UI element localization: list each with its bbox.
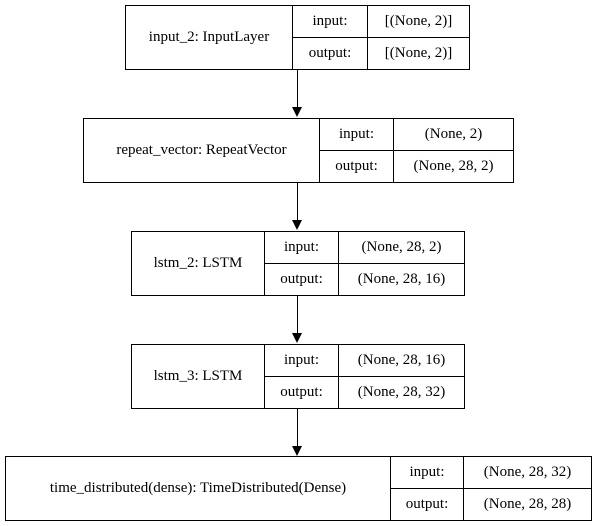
layer-node-time-distributed: time_distributed(dense): TimeDistributed… [5, 456, 592, 521]
layer-name: time_distributed(dense): TimeDistributed… [6, 457, 391, 520]
output-label: output: [335, 158, 378, 174]
arrowhead-3-4 [292, 446, 302, 456]
output-label: output: [280, 271, 323, 287]
output-shape: (None, 28, 32) [357, 384, 446, 400]
layer-node-repeat-vector: repeat_vector: RepeatVector input: outpu… [83, 118, 514, 183]
layer-name: input_2: InputLayer [126, 6, 293, 69]
layer-name: repeat_vector: RepeatVector [84, 119, 320, 182]
layer-node-input-2: input_2: InputLayer input: output: [(Non… [125, 5, 470, 70]
layer-node-lstm-2: lstm_2: LSTM input: output: (None, 28, 2… [131, 231, 465, 296]
edge-1-2 [297, 183, 298, 221]
input-label: input: [293, 6, 367, 38]
layer-node-lstm-3: lstm_3: LSTM input: output: (None, 28, 1… [131, 344, 465, 409]
input-label: input: [265, 232, 338, 264]
input-shape: (None, 28, 16) [339, 345, 464, 377]
input-shape: (None, 2) [394, 119, 513, 151]
edge-3-4 [297, 409, 298, 447]
output-label: output: [308, 45, 352, 61]
arrowhead-1-2 [292, 220, 302, 230]
output-label: output: [280, 384, 323, 400]
arrowhead-2-3 [292, 333, 302, 343]
input-shape: [(None, 2)] [368, 6, 469, 38]
layer-name: lstm_2: LSTM [132, 232, 265, 295]
arrowhead-0-1 [292, 107, 302, 117]
edge-2-3 [297, 296, 298, 334]
output-shape: (None, 28, 16) [357, 271, 446, 287]
output-shape: [(None, 2)] [384, 45, 453, 61]
input-label: input: [320, 119, 393, 151]
input-label: input: [391, 457, 463, 489]
edge-0-1 [297, 70, 298, 108]
output-shape: (None, 28, 28) [483, 496, 572, 512]
layer-name: lstm_3: LSTM [132, 345, 265, 408]
input-shape: (None, 28, 32) [464, 457, 591, 489]
output-label: output: [405, 496, 449, 512]
input-label: input: [265, 345, 338, 377]
output-shape: (None, 28, 2) [413, 158, 494, 174]
input-shape: (None, 28, 2) [339, 232, 464, 264]
